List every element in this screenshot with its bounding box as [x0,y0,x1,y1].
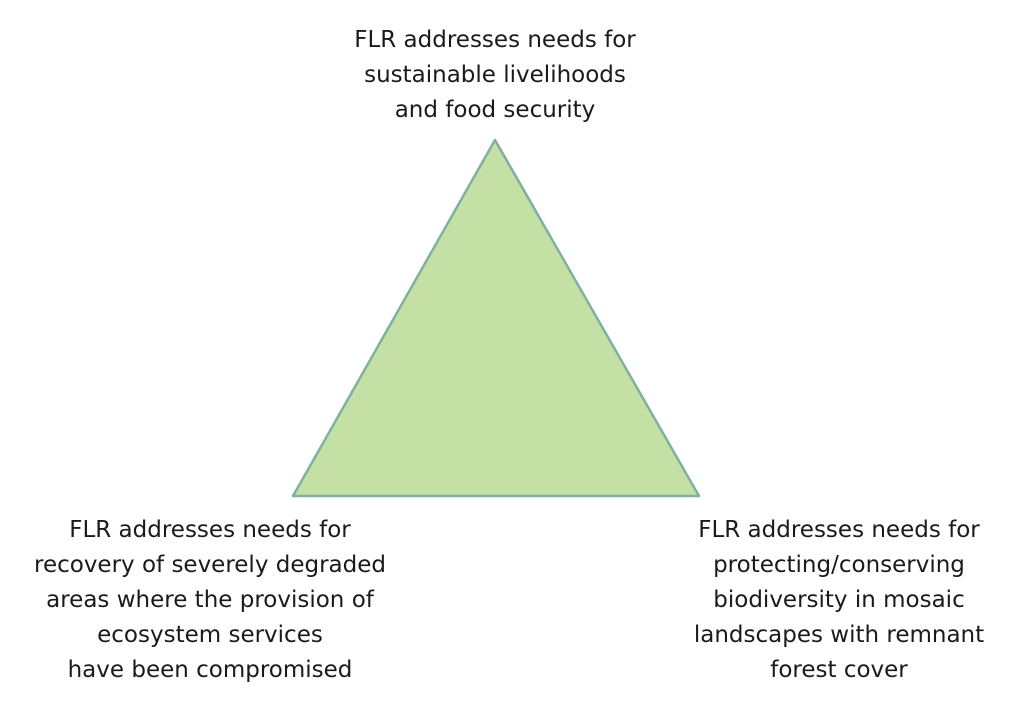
flr-triangle [291,138,701,498]
bottom-left-label-line: recovery of severely degraded [34,552,386,578]
bottom-left-label-line: ecosystem services [97,622,323,648]
bottom-right-vertex-label: FLR addresses needs for protecting/conse… [664,513,1014,688]
bottom-left-label-line: have been compromised [67,657,353,683]
top-label-line: and food security [394,97,596,123]
top-label-line: FLR addresses needs for [354,27,636,53]
bottom-left-label-line: areas where the provision of [46,587,374,613]
bottom-right-label-line: landscapes with remnant [693,622,985,648]
bottom-left-label-line: FLR addresses needs for [69,517,351,543]
bottom-right-label-line: protecting/conserving [713,552,965,578]
bottom-right-label-line: forest cover [770,657,908,683]
bottom-right-label-line: biodiversity in mosaic [713,587,965,613]
bottom-left-vertex-label: FLR addresses needs for recovery of seve… [20,513,400,688]
bottom-right-label-line: FLR addresses needs for [698,517,980,543]
top-vertex-label: FLR addresses needs for sustainable live… [312,23,678,128]
top-label-line: sustainable livelihoods [364,62,626,88]
